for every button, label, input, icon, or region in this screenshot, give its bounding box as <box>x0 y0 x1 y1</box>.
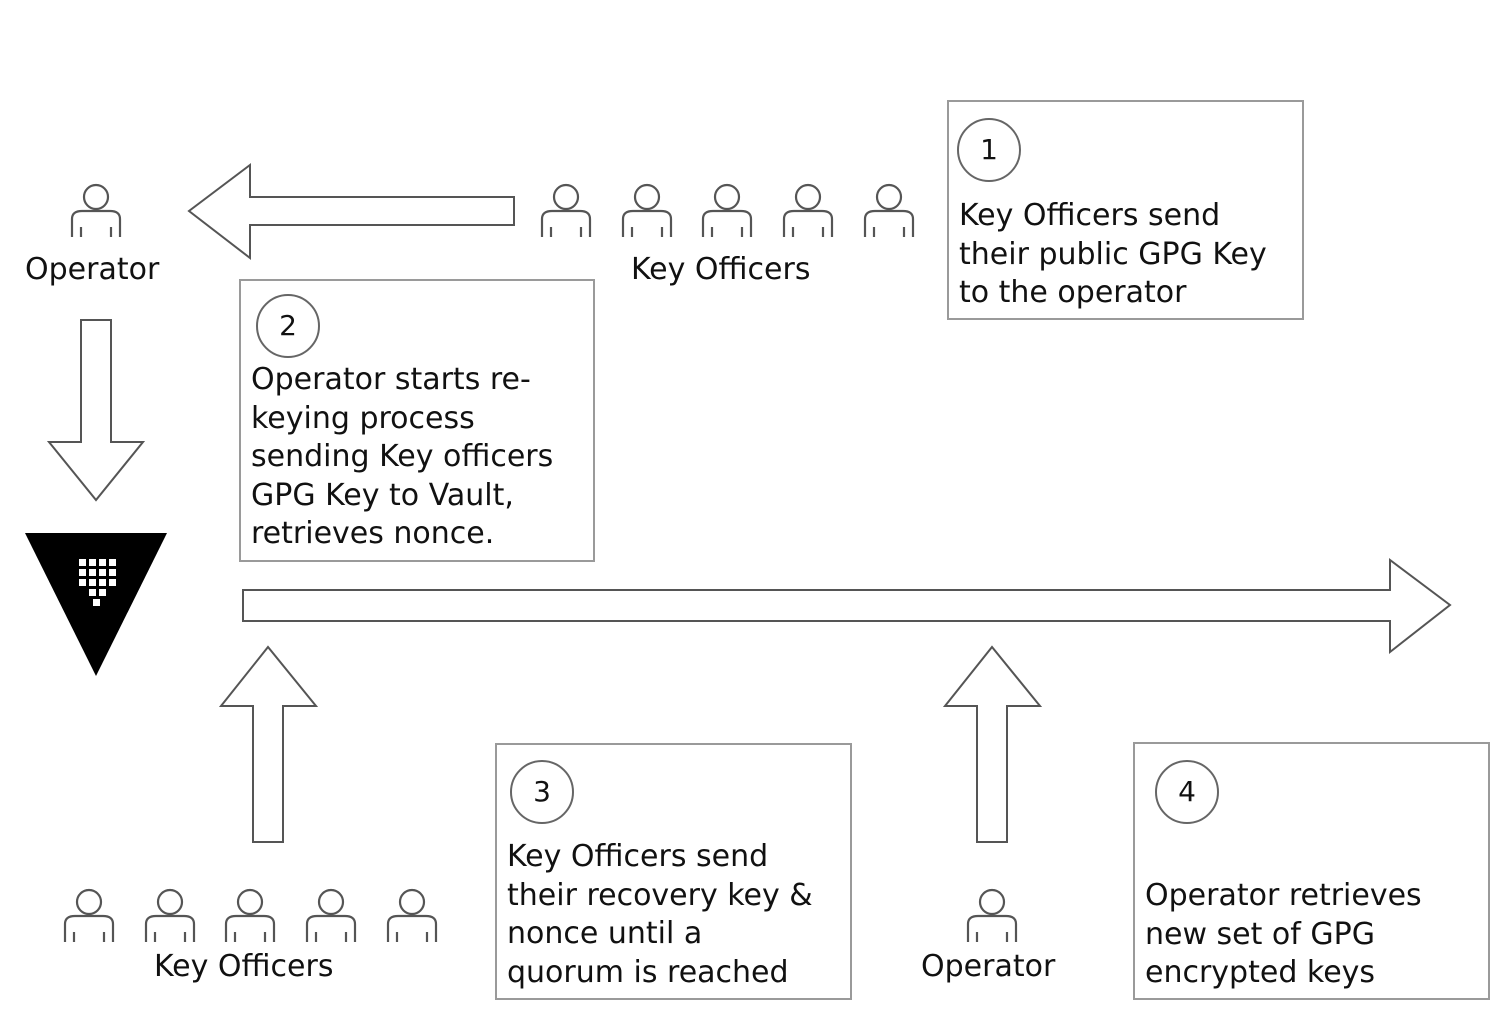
step-4-box: 4 Operator retrieves new set of GPG encr… <box>1133 742 1490 1000</box>
person-icon <box>540 183 592 239</box>
step-4-text: Operator retrieves new set of GPG encryp… <box>1145 878 1422 990</box>
step-2-box: 2 Operator starts re- keying process sen… <box>239 279 595 562</box>
step-4-number: 4 <box>1155 760 1219 824</box>
person-icon <box>305 888 357 944</box>
step-1-text: Key Officers send their public GPG Key t… <box>959 198 1267 310</box>
step-1-box: 1 Key Officers send their public GPG Key… <box>947 100 1304 320</box>
step-3-number: 3 <box>510 760 574 824</box>
key-officers-top-label: Key Officers <box>631 252 811 287</box>
key-officers-bottom-group <box>63 888 438 944</box>
person-icon <box>224 888 276 944</box>
person-icon <box>621 183 673 239</box>
arrow-output <box>242 558 1452 655</box>
person-icon <box>701 183 753 239</box>
person-icon <box>144 888 196 944</box>
arrow-from-key-officers <box>218 645 319 843</box>
operator-top-label: Operator <box>25 252 160 287</box>
key-officers-top-group <box>540 183 915 239</box>
operator-bottom-person-icon <box>966 888 1018 944</box>
vault-logo <box>25 533 167 676</box>
step-3-box: 3 Key Officers send their recovery key &… <box>495 743 852 1000</box>
step-2-text: Operator starts re- keying process sendi… <box>251 362 554 551</box>
arrow-to-operator <box>187 162 515 261</box>
person-icon <box>782 183 834 239</box>
person-icon <box>386 888 438 944</box>
arrow-from-operator <box>942 645 1043 843</box>
operator-top-person-icon <box>70 183 122 239</box>
step-3-text: Key Officers send their recovery key & n… <box>507 839 813 990</box>
step-2-number: 2 <box>256 294 320 358</box>
person-icon <box>63 888 115 944</box>
person-icon <box>863 183 915 239</box>
arrow-to-vault <box>46 319 146 502</box>
step-1-number: 1 <box>957 118 1021 182</box>
operator-bottom-label: Operator <box>921 949 1056 984</box>
key-officers-bottom-label: Key Officers <box>154 949 334 984</box>
